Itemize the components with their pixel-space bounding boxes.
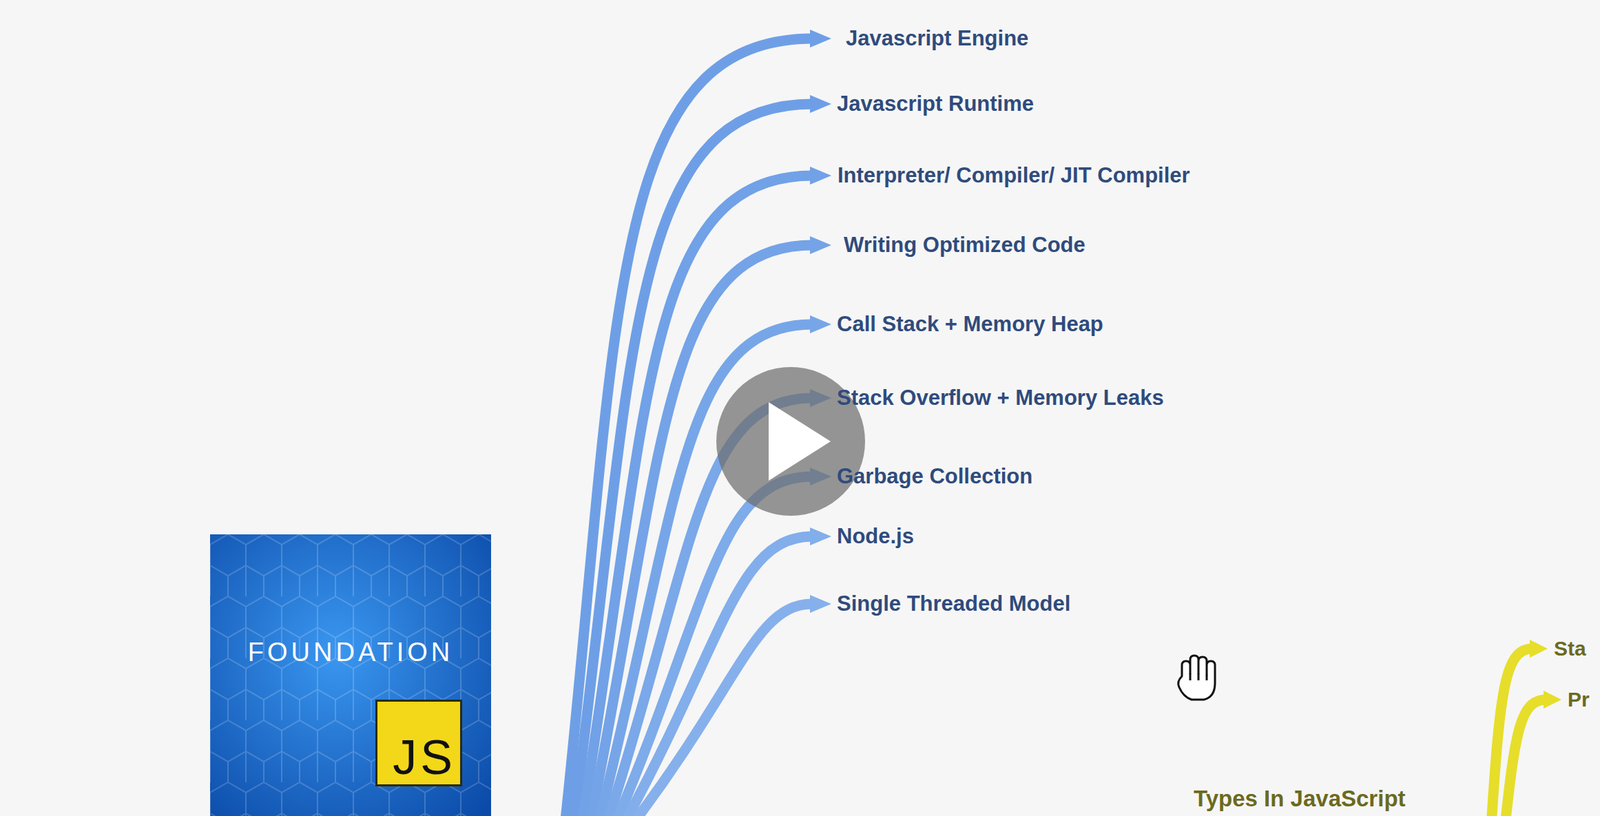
topic-label: Javascript Runtime bbox=[836, 90, 1034, 117]
cover-card: FOUNDATION JS bbox=[210, 534, 492, 816]
branch-tip bbox=[809, 29, 832, 48]
branch-tip bbox=[809, 166, 832, 185]
hand-line bbox=[1189, 673, 1192, 681]
branch-tip bbox=[809, 315, 832, 334]
topic-label: Interpreter/ Compiler/ JIT Compiler bbox=[837, 162, 1191, 189]
branch-tip bbox=[809, 527, 832, 546]
logo-box: JS bbox=[375, 699, 463, 787]
branch-tip bbox=[1529, 639, 1548, 658]
card-title: FOUNDATION bbox=[210, 534, 492, 668]
topic-label: Garbage Collection bbox=[836, 463, 1033, 490]
hex-grid bbox=[210, 534, 492, 816]
topic-label: Pr bbox=[1567, 687, 1590, 713]
topic-label: Writing Optimized Code bbox=[843, 232, 1086, 258]
topic-label: Javascript Engine bbox=[845, 25, 1029, 51]
topic-label: Call Stack + Memory Heap bbox=[836, 311, 1104, 337]
branch-heading: Types In JavaScript bbox=[1193, 785, 1406, 813]
card-ground bbox=[210, 534, 492, 816]
branch-tip bbox=[1543, 690, 1562, 709]
yellow-branches bbox=[1491, 648, 1547, 816]
branch-tip bbox=[809, 95, 832, 113]
logo-text: JS bbox=[392, 733, 461, 785]
hand-outline bbox=[1178, 655, 1215, 700]
topic-label: Stack Overflow + Memory Leaks bbox=[836, 385, 1165, 411]
topic-label: Single Threaded Model bbox=[836, 590, 1071, 617]
branch bbox=[614, 476, 813, 816]
topic-label: Node.js bbox=[836, 523, 914, 549]
branch bbox=[622, 536, 813, 816]
branch-tip bbox=[809, 595, 832, 614]
hand-line bbox=[1197, 673, 1200, 681]
branch bbox=[1504, 699, 1547, 816]
hand-line bbox=[1206, 674, 1209, 681]
branch bbox=[589, 245, 813, 816]
play-triangle bbox=[768, 402, 831, 481]
branch bbox=[630, 604, 813, 816]
branch-tips bbox=[809, 29, 832, 614]
topic-label: Sta bbox=[1553, 636, 1587, 662]
branch-tip bbox=[809, 236, 832, 255]
hand-cursor bbox=[1178, 655, 1215, 700]
